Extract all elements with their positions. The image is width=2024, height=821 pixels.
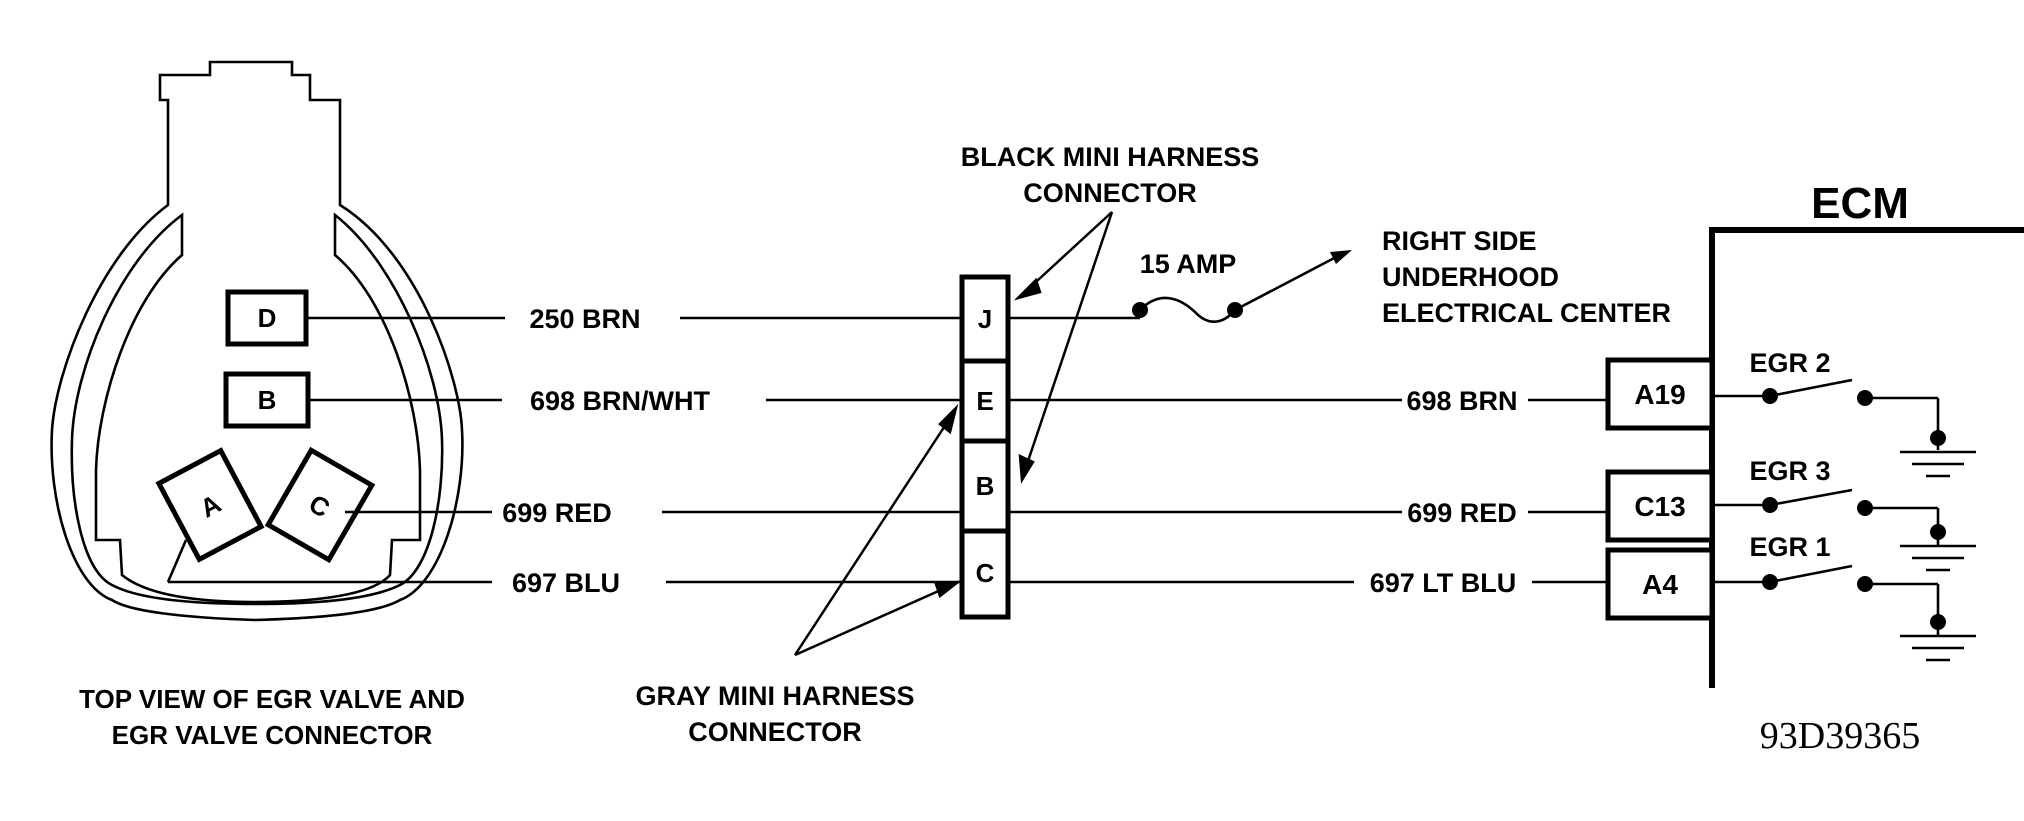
ecm-pin-a19: A19 xyxy=(1605,357,1715,431)
wire-250-brn: 250 BRN xyxy=(306,304,962,334)
mini-pin-j: J xyxy=(978,304,992,334)
black-mini-harness-label-line2: CONNECTOR xyxy=(1023,178,1197,208)
gray-mini-harness-label-line1: GRAY MINI HARNESS xyxy=(635,681,914,711)
fuse-destination-line1: RIGHT SIDE xyxy=(1382,226,1537,256)
wire-698-brn-label: 698 BRN xyxy=(1406,386,1517,416)
fuse-15-amp: 15 AMP xyxy=(1008,249,1352,323)
wire-698-brn: 698 BRN xyxy=(1008,386,1608,416)
egr-valve-body xyxy=(50,60,464,622)
ecm-pin-c13-label: C13 xyxy=(1634,491,1685,522)
egr-pin-c: C xyxy=(264,446,376,564)
egr-pin-a: A xyxy=(155,447,265,563)
mini-pin-e: E xyxy=(976,386,993,416)
mini-pin-b: B xyxy=(976,471,995,501)
egr-pin-d-label: D xyxy=(258,303,277,333)
wire-698-brn-wht-label: 698 BRN/WHT xyxy=(530,386,711,416)
fuse-destination-line2: UNDERHOOD xyxy=(1382,262,1559,292)
switch-egr-1: EGR 1 xyxy=(1712,532,1976,662)
switch-egr-1-label: EGR 1 xyxy=(1749,532,1830,562)
wire-699-red: 699 RED xyxy=(345,498,962,528)
wire-699-red-right-label: 699 RED xyxy=(1407,498,1517,528)
egr-pin-b: B xyxy=(223,371,311,429)
egr-caption-line2: EGR VALVE CONNECTOR xyxy=(112,720,433,750)
egr-pin-d: D xyxy=(225,289,309,347)
wire-698-brn-wht: 698 BRN/WHT xyxy=(308,386,962,416)
switch-egr-2: EGR 2 xyxy=(1712,348,1976,478)
wire-697-blu-label: 697 BLU xyxy=(512,568,620,598)
egr-caption-line1: TOP VIEW OF EGR VALVE AND xyxy=(79,684,465,714)
wire-699-red-label: 699 RED xyxy=(502,498,612,528)
fuse-label: 15 AMP xyxy=(1140,249,1237,279)
ecm-pin-a4: A4 xyxy=(1605,547,1715,621)
switch-egr-3-label: EGR 3 xyxy=(1749,456,1830,486)
mini-harness-connector: J E B C xyxy=(959,274,1011,620)
figure-id: 93D39365 xyxy=(1760,715,1920,757)
wire-697-lt-blu: 697 LT BLU xyxy=(1008,568,1608,598)
black-connector-pointer-arrows xyxy=(1013,211,1114,484)
switch-egr-2-label: EGR 2 xyxy=(1749,348,1830,378)
ecm-pin-c13: C13 xyxy=(1605,469,1715,543)
egr-valve-inner-outline xyxy=(70,212,444,606)
mini-pin-c: C xyxy=(976,558,995,588)
switch-egr-3: EGR 3 xyxy=(1712,456,1976,572)
egr-pin-b-label: B xyxy=(258,385,277,415)
ecm-title: ECM xyxy=(1811,179,1909,228)
ecm-module: ECM A19 C13 A4 xyxy=(1605,179,2024,688)
ecm-pin-a19-label: A19 xyxy=(1634,379,1685,410)
wire-699-red-right: 699 RED xyxy=(1008,498,1608,528)
gray-mini-harness-label-line2: CONNECTOR xyxy=(688,717,862,747)
fuse-destination-line3: ELECTRICAL CENTER xyxy=(1382,298,1671,328)
ecm-pin-a4-label: A4 xyxy=(1642,569,1678,600)
egr-valve-outer-outline xyxy=(50,60,464,622)
gray-connector-pointer-arrows xyxy=(793,403,963,657)
wire-250-brn-label: 250 BRN xyxy=(529,304,640,334)
black-mini-harness-label-line1: BLACK MINI HARNESS xyxy=(961,142,1260,172)
wire-697-blu: 697 BLU xyxy=(166,539,962,598)
wire-697-lt-blu-label: 697 LT BLU xyxy=(1370,568,1517,598)
